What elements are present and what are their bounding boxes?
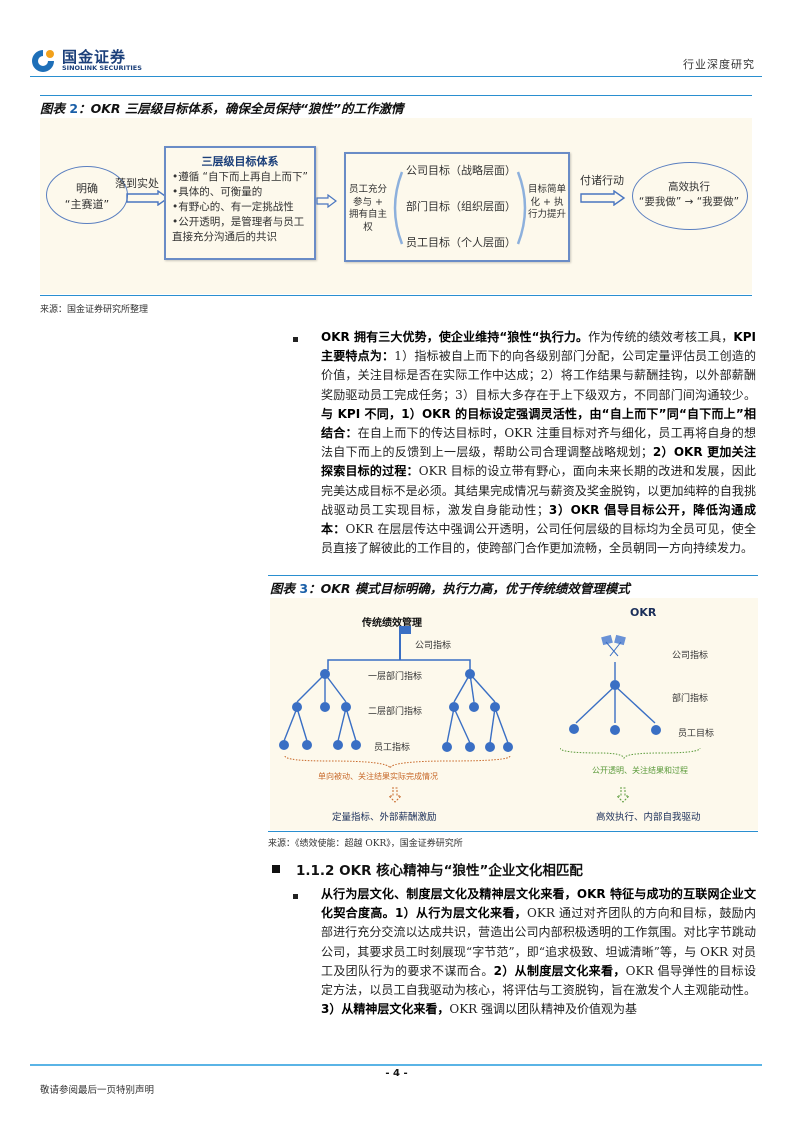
right-employee-goal: 员工目标: [678, 729, 715, 739]
main-track-label: 明确“主赛道”: [64, 182, 110, 211]
participation-note: 员工充分参与 + 拥有自主权: [348, 184, 387, 233]
efficient-execution-oval: [632, 162, 748, 230]
bold-text-segment: 2）OKR 更加关注探索目标的过程：: [321, 445, 756, 479]
okr-advantages-paragraph: OKR 拥有三大优势，使企业维持“狼性“执行力。作为传统的绩效考核工具，KPI …: [321, 328, 756, 558]
figure3-title: 图表 3：OKR 模式目标明确，执行力高，优于传统绩效管理模式: [270, 581, 630, 596]
okr-tree-diagram: [560, 634, 701, 803]
figure3-top-rule: [268, 575, 758, 576]
right-result: 高效执行、内部自我驱动: [596, 812, 701, 823]
curved-arrow-right-icon: [516, 171, 527, 245]
traditional-heading: 传统绩效管理: [362, 618, 422, 629]
box1-title: 三层级目标体系: [201, 155, 279, 168]
traditional-tree-diagram: [279, 626, 513, 803]
company-logo: 国金证券 SINOLINK SECURITIES: [30, 46, 160, 74]
box1-list: •遵循 “自下而上再自上而下” •具体的、可衡量的 •有野心的、有一定挑战性 •…: [172, 171, 308, 243]
employee-goal: 员工目标（个人层面）: [406, 236, 516, 249]
three-level-goal-box: 三层级目标体系 •遵循 “自下而上再自上而下” •具体的、可衡量的 •有野心的、…: [164, 146, 316, 260]
left-company-kpi: 公司指标: [415, 641, 452, 651]
figure3-diagram: 传统绩效管理 公司指标 一层部门指标 二层部门指标 员工指标 单向被动、关注结果…: [270, 598, 758, 830]
text-segment: 作为传统的绩效考核工具，: [588, 330, 734, 344]
footer-divider: [30, 1064, 762, 1066]
right-dept-kpi: 部门指标: [672, 694, 709, 704]
bold-text-segment: OKR 拥有三大优势，使企业维持“狼性“执行力。: [321, 330, 589, 344]
figure2-title: 图表 2：OKR 三层级目标体系，确保全员保持“狼性”的工作激情: [40, 101, 404, 116]
logo-english-name: SINOLINK SECURITIES: [62, 64, 142, 72]
figure3-bottom-rule: [268, 831, 758, 832]
section-bullet-icon: [272, 865, 280, 873]
figure2-bottom-rule: [40, 295, 752, 296]
bold-text-segment: 3）从精神层文化来看，: [321, 1002, 450, 1017]
bold-text-segment: 3）OKR 倡导目标公开，降低沟通成本：: [321, 502, 756, 537]
text-segment: 在自上而下的传达目标时，OKR 注重目标对齐与细化，员工再将自身的想法自下而上的…: [321, 426, 756, 460]
bold-text-segment: 与 KPI 不同，1）OKR 的目标设定强调灵活性，由“自上而下”同“自下而上”…: [321, 406, 756, 441]
efficient-execution-label: 高效执行“要我做” → “我要做”: [638, 181, 740, 208]
header-divider: [30, 76, 762, 77]
right-company-kpi: 公司指标: [672, 651, 709, 661]
left-summary: 单向被动、关注结果实际完成情况: [318, 772, 438, 781]
figure2-top-rule: [40, 95, 752, 96]
bullet-icon: [293, 337, 298, 342]
curved-arrow-left-icon: [393, 171, 404, 245]
culture-match-paragraph: 从行为层文化、制度层文化及精神层文化来看，OKR 特征与成功的互联网企业文化契合…: [321, 885, 756, 1019]
disclaimer-note: 敬请参阅最后一页特别声明: [40, 1085, 155, 1096]
arrow-right-icon: [126, 190, 170, 206]
goal-levels-box: 员工充分参与 + 拥有自主权 公司目标（战略层面） 部门目标（组织层面） 员工目…: [344, 152, 570, 262]
text-segment: OKR 目标的设立带有野心，面向未来长期的改进和发展，因此完美达成目标不是必须。…: [321, 464, 756, 517]
section-heading: 1.1.2 OKR 核心精神与“狼性”企业文化相匹配: [296, 863, 583, 879]
page-number: - 4 -: [385, 1068, 408, 1079]
left-level1-dept-kpi: 一层部门指标: [368, 672, 423, 682]
text-segment: OKR 通过对齐团队的方向和目标，鼓励内部进行充分交流以达成共识，营造出公司内部…: [321, 906, 756, 978]
left-employee-kpi: 员工指标: [374, 743, 411, 753]
okr-heading: OKR: [630, 606, 657, 619]
figure2-diagram: 明确“主赛道” 落到实处 三层级目标体系 •遵循 “自下而上再自上而下” •具体…: [40, 118, 752, 294]
figure2-source: 来源：国金证券研究所整理: [40, 305, 149, 315]
bold-text-segment: 2）从制度层文化来看，: [493, 963, 626, 978]
text-segment: OKR 在层层传达中强调公开透明，公司任何层级的目标均为全员可见，使全员直接了解…: [321, 522, 756, 556]
checkered-flags-icon: [601, 634, 626, 657]
left-level2-dept-kpi: 二层部门指标: [368, 707, 423, 717]
bold-text-segment: 从行为层文化、制度层文化及精神层文化来看，OKR 特征与成功的互联网企业文化契合…: [321, 887, 756, 921]
text-segment: OKR 强调以团队精神及价值观为基: [449, 1002, 638, 1017]
text-segment: 1）指标被自上而下的向各级别部门分配，公司定量评估员工创造的价值，关注目标是否在…: [321, 349, 756, 402]
arrow-right-icon: [580, 190, 626, 206]
figure3-source: 来源：《绩效使能：超越 OKR》，国金证券研究所: [268, 839, 463, 849]
left-result: 定量指标、外部薪酬激励: [332, 812, 437, 823]
arrow-right-icon: [316, 194, 337, 208]
logo-mark-icon: [32, 50, 54, 72]
text-segment: OKR 倡导弹性的目标设定方法，以员工自我驱动为核心，将评估与工资脱钩，旨在激发…: [321, 963, 756, 998]
right-summary: 公开透明、关注结果和过程: [592, 766, 688, 775]
logo-chinese-name: 国金证券: [62, 48, 127, 66]
bullet-icon: [293, 894, 298, 899]
simplification-note: 目标简单化 + 执行力提升: [528, 184, 567, 220]
report-category: 行业深度研究: [683, 58, 755, 71]
arrow3-label: 付诸行动: [580, 174, 624, 187]
bold-text-segment: KPI 主要特点为：: [321, 330, 756, 364]
department-goal: 部门目标（组织层面）: [406, 200, 516, 213]
arrow1-label: 落到实处: [115, 177, 159, 190]
company-goal: 公司目标（战略层面）: [406, 164, 516, 177]
